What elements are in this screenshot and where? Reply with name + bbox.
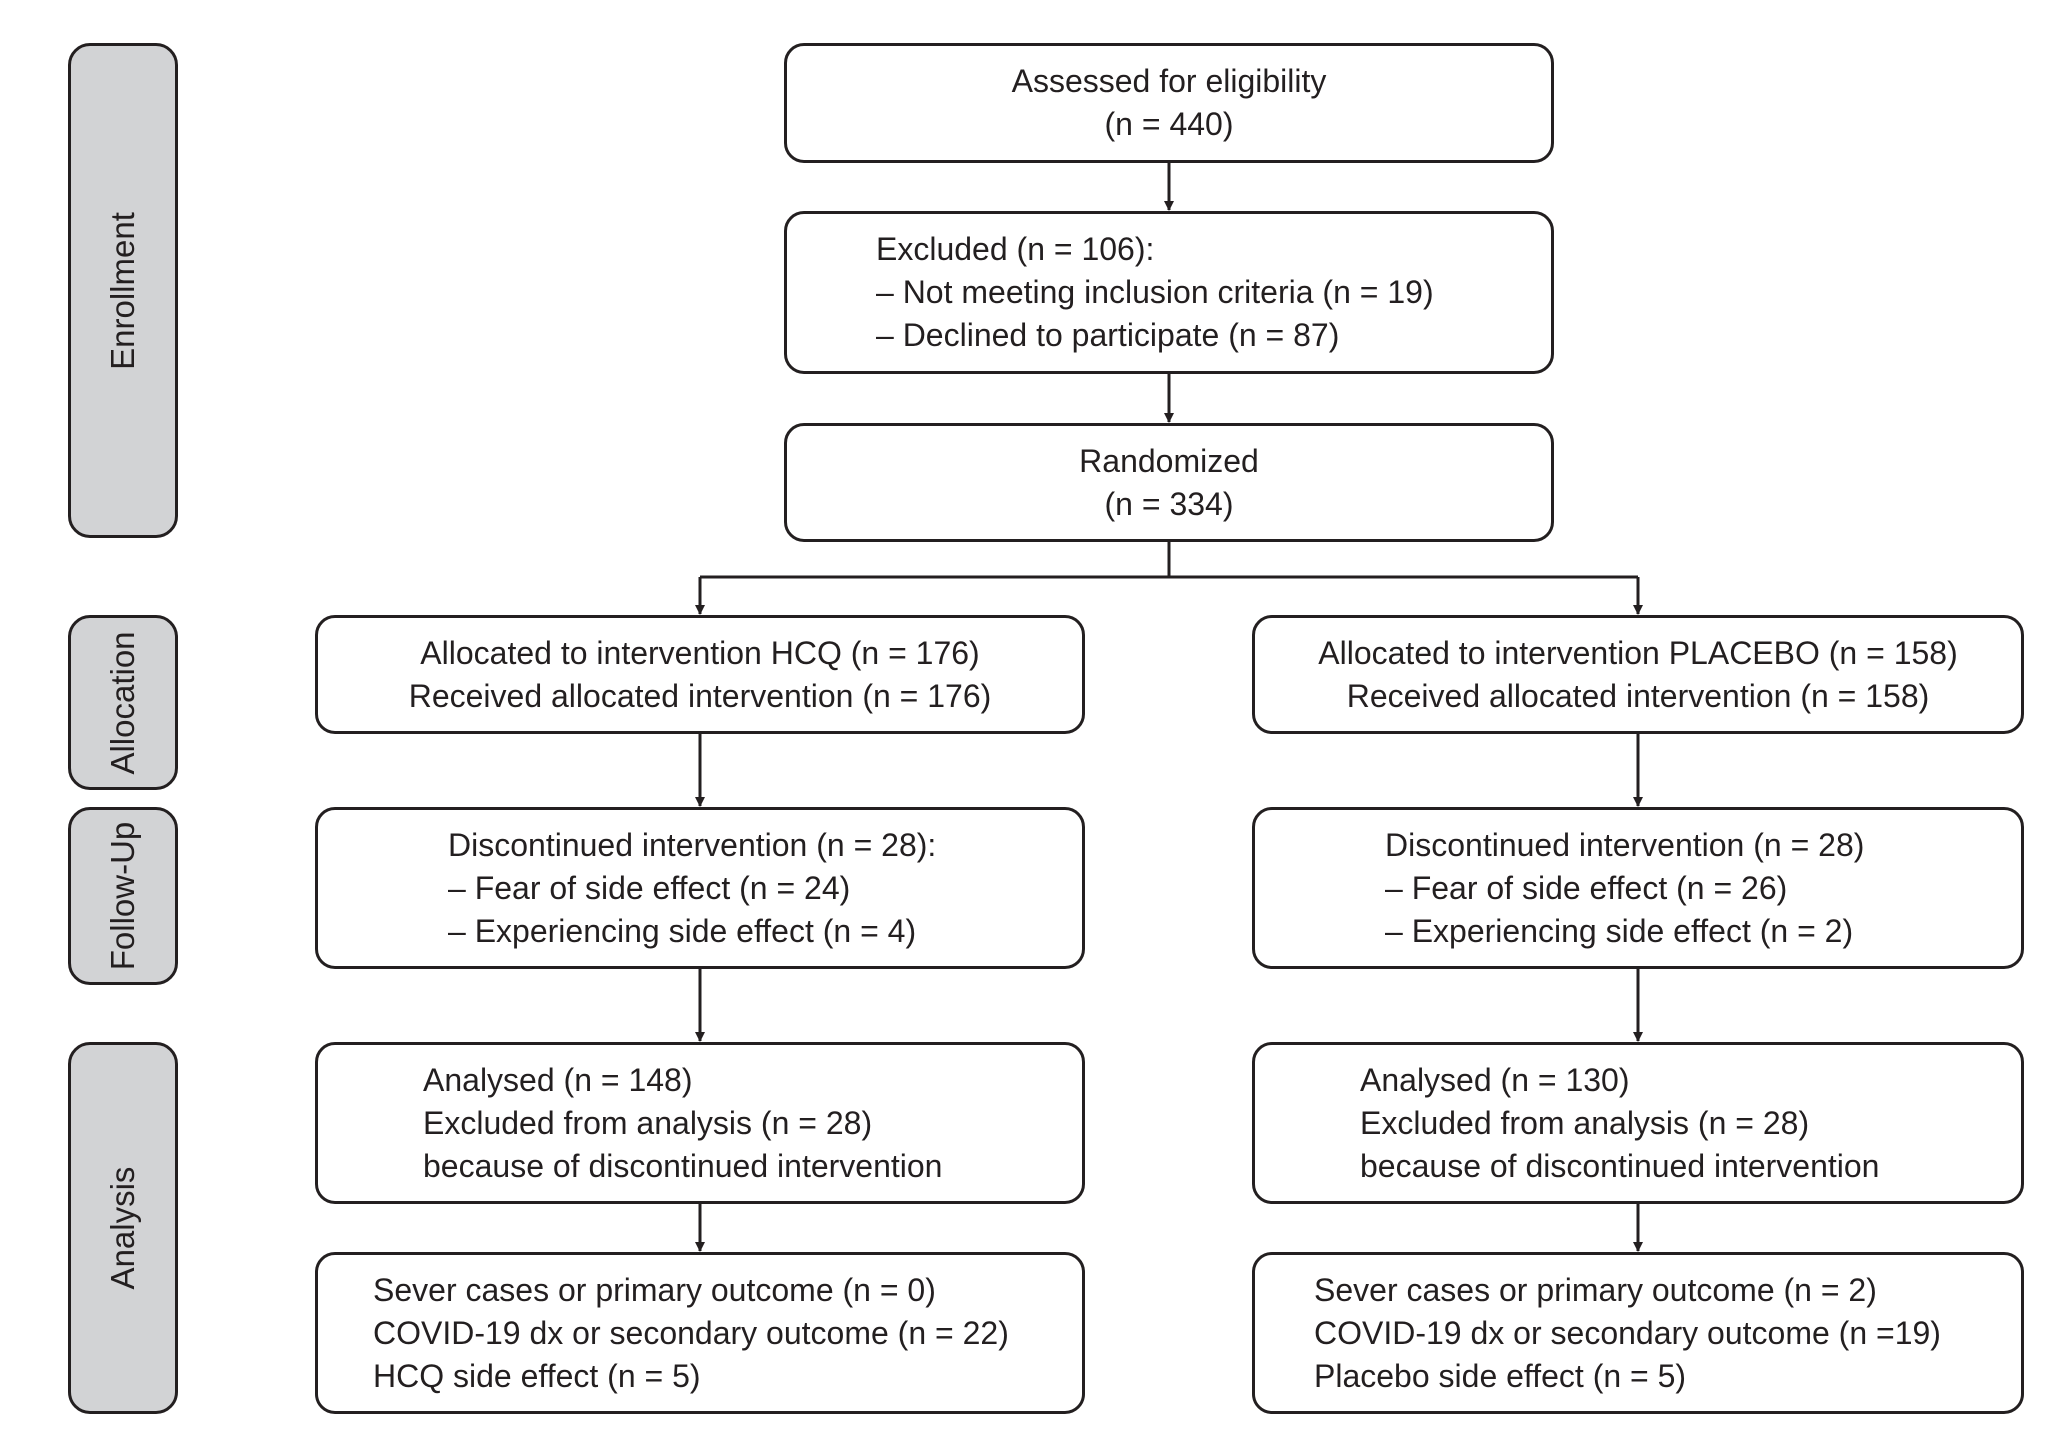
placebo-outcome-line: Placebo side effect (n = 5)	[1314, 1357, 1687, 1394]
hcq-analysis-line: Analysed (n = 148)	[423, 1061, 693, 1098]
hcq-allocation-line: Received allocated intervention (n = 176…	[408, 677, 992, 714]
hcq-allocation-box: Allocated to intervention HCQ (n = 176) …	[315, 615, 1085, 734]
stage-allocation-label: Allocation	[104, 630, 141, 775]
placebo-followup-line: – Experiencing side effect (n = 2)	[1385, 912, 1854, 949]
placebo-analysis-box: Analysed (n = 130) Excluded from analysi…	[1252, 1042, 2024, 1204]
placebo-allocation-box: Allocated to intervention PLACEBO (n = 1…	[1252, 615, 2024, 734]
placebo-outcome-line: Sever cases or primary outcome (n = 2)	[1314, 1271, 1877, 1308]
hcq-outcome-line: Sever cases or primary outcome (n = 0)	[373, 1271, 936, 1308]
stage-follow-up-label: Follow-Up	[104, 821, 141, 971]
stage-enrollment: Enrollment	[68, 43, 178, 538]
stage-allocation: Allocation	[68, 615, 178, 790]
stage-analysis-label: Analysis	[104, 1166, 141, 1290]
placebo-outcomes-box: Sever cases or primary outcome (n = 2) C…	[1252, 1252, 2024, 1414]
hcq-followup-line: Discontinued intervention (n = 28):	[448, 826, 937, 863]
randomized-count: (n = 334)	[1104, 485, 1234, 522]
hcq-outcome-line: COVID-19 dx or secondary outcome (n = 22…	[373, 1314, 1009, 1351]
hcq-outcomes-box: Sever cases or primary outcome (n = 0) C…	[315, 1252, 1085, 1414]
hcq-followup-line: – Experiencing side effect (n = 4)	[448, 912, 917, 949]
placebo-followup-line: Discontinued intervention (n = 28)	[1385, 826, 1865, 863]
stage-analysis: Analysis	[68, 1042, 178, 1414]
excluded-reason: – Not meeting inclusion criteria (n = 19…	[876, 274, 1434, 310]
hcq-analysis-line: because of discontinued intervention	[423, 1147, 943, 1184]
assessed-title: Assessed for eligibility	[1011, 63, 1327, 99]
assessed-box: Assessed for eligibility (n = 440)	[784, 43, 1554, 163]
hcq-analysis-line: Excluded from analysis (n = 28)	[423, 1104, 873, 1141]
placebo-allocation-line: Allocated to intervention PLACEBO (n = 1…	[1318, 634, 1958, 671]
placebo-followup-line: – Fear of side effect (n = 26)	[1385, 869, 1788, 906]
excluded-title: Excluded (n = 106):	[876, 231, 1155, 267]
hcq-followup-line: – Fear of side effect (n = 24)	[448, 869, 851, 906]
hcq-outcome-line: HCQ side effect (n = 5)	[373, 1357, 701, 1394]
stage-enrollment-label: Enrollment	[104, 211, 141, 370]
hcq-followup-box: Discontinued intervention (n = 28): – Fe…	[315, 807, 1085, 969]
stage-follow-up: Follow-Up	[68, 807, 178, 985]
assessed-count: (n = 440)	[1104, 106, 1234, 142]
hcq-allocation-line: Allocated to intervention HCQ (n = 176)	[420, 634, 980, 671]
randomized-title: Randomized	[1079, 442, 1259, 479]
placebo-followup-box: Discontinued intervention (n = 28) – Fea…	[1252, 807, 2024, 969]
placebo-analysis-line: because of discontinued intervention	[1360, 1147, 1880, 1184]
placebo-analysis-line: Analysed (n = 130)	[1360, 1061, 1630, 1098]
placebo-outcome-line: COVID-19 dx or secondary outcome (n =19)	[1314, 1314, 1941, 1351]
placebo-analysis-line: Excluded from analysis (n = 28)	[1360, 1104, 1810, 1141]
hcq-analysis-box: Analysed (n = 148) Excluded from analysi…	[315, 1042, 1085, 1204]
randomized-box: Randomized (n = 334)	[784, 423, 1554, 542]
placebo-allocation-line: Received allocated intervention (n = 158…	[1346, 677, 1930, 714]
excluded-box: Excluded (n = 106): – Not meeting inclus…	[784, 211, 1554, 374]
excluded-reason: – Declined to participate (n = 87)	[876, 317, 1340, 353]
